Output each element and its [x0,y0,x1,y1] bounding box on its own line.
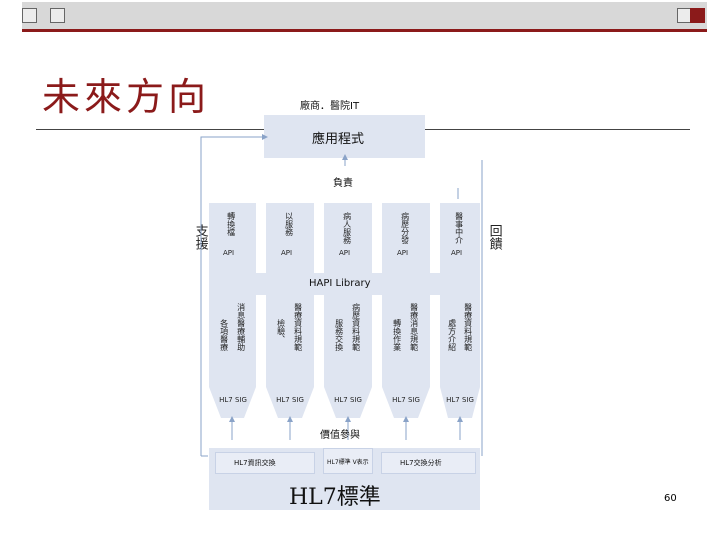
api-pillar-text: 醫事中介 [454,212,464,244]
mid-label: 負責 [333,178,353,189]
hl7-subbox-3: HL7交換分析 [381,452,476,474]
api-pillar-api: API [223,249,235,257]
decor-square [690,8,705,23]
top-label: 廠商．醫院IT [300,101,360,112]
arrowhead [345,416,351,422]
lower-pillar-2: 醫療資料規範 檢驗、 [266,295,314,387]
arrowhead [457,416,463,422]
app-box-label: 應用程式 [312,132,365,147]
api-pillar-4: 病歷分發 API [382,203,430,273]
api-pillar-5: 醫事中介 API [440,203,480,273]
app-box: 應用程式 [264,115,425,158]
bottom-label: 價值參與 [320,430,360,441]
lower-pillar-text: 醫療資料規範 [293,303,303,351]
arrowhead [229,416,235,422]
api-pillar-api: API [397,249,409,257]
hapi-library-label: HAPI Library [309,278,371,289]
lower-pillar-5: 醫療資料規範 處方介紹 [440,295,480,387]
api-pillar-3: 病人服務 API [324,203,372,273]
api-pillar-api: API [281,249,293,257]
lower-pillar-1: 消息醫療輔助 各項醫療 [209,295,256,387]
api-pillar-api: API [451,249,463,257]
api-pillar-text: 以服務 [284,212,294,236]
hl7-subbox-label: HL7交換分析 [400,459,442,467]
lower-pillar-text: 服務交換 [334,319,344,351]
lower-pillar-text: 各項醫療 [219,319,229,351]
left-side-label: 支援 [192,224,208,250]
api-pillar-2: 以服務 API [266,203,314,273]
sig-label: HL7 SIG [392,396,420,404]
hl7-subbox-label: HL7資訊交換 [234,459,276,467]
slide-title: 未來方向 [42,75,211,119]
arrowhead [287,416,293,422]
lower-pillar-text: 醫療消息規範 [409,303,419,351]
arrowhead [403,416,409,422]
lower-pillar-text: 醫療資料規範 [463,303,473,351]
hl7-standard-box: HL7資訊交換 HL7標準 V表示 HL7交換分析 HL7標準 [209,448,480,510]
hl7-subbox-label: HL7標準 V表示 [327,459,369,466]
lower-pillar-text: 病歷資料規範 [351,303,361,351]
sig-label: HL7 SIG [446,396,474,404]
api-pillar-text: 轉換檔 [226,212,236,236]
decor-square [50,8,65,23]
api-pillar-1: 轉換檔 API [209,203,256,273]
api-pillar-text: 病人服務 [342,212,352,244]
hl7-subbox-2: HL7標準 V表示 [323,448,373,474]
api-pillar-text: 病歷分發 [400,212,410,244]
lower-pillar-3: 病歷資料規範 服務交換 [324,295,372,387]
title-bar-decoration [22,2,707,32]
hl7-standard-label: HL7標準 [289,485,381,510]
hapi-library-band: HAPI Library [209,273,480,295]
lower-pillar-text: 消息醫療輔助 [236,303,246,351]
lower-pillar-text: 處方介紹 [447,319,457,351]
page-number: 60 [664,493,677,504]
right-side-label: 回饋 [486,224,502,250]
hl7-subbox-1: HL7資訊交換 [215,452,315,474]
lower-pillar-text: 檢驗、 [276,319,286,343]
decor-square [22,8,37,23]
api-pillar-api: API [339,249,351,257]
lower-pillar-text: 轉換作業 [392,319,402,351]
sig-label: HL7 SIG [219,396,247,404]
sig-label: HL7 SIG [334,396,362,404]
sig-label: HL7 SIG [276,396,304,404]
lower-pillar-4: 醫療消息規範 轉換作業 [382,295,430,387]
